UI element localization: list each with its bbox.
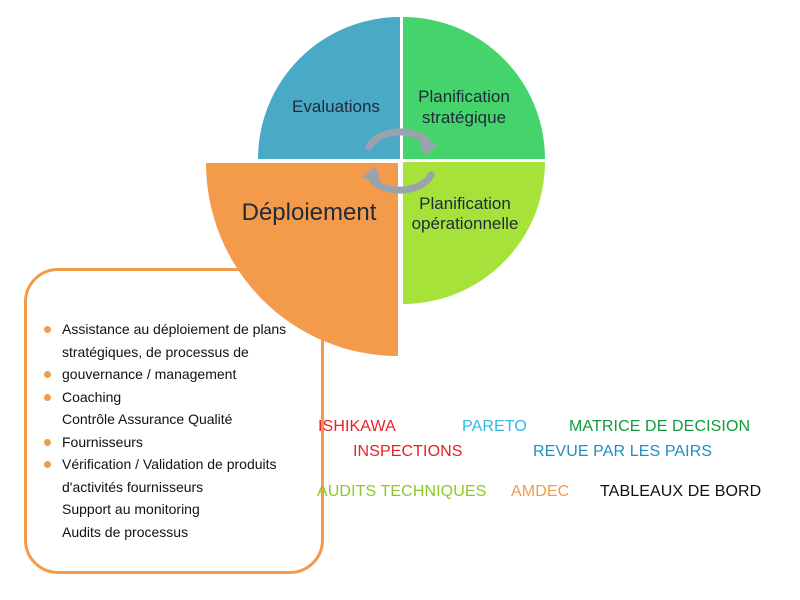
tool-inspections: INSPECTIONS bbox=[353, 443, 463, 460]
quadrant-evaluations bbox=[258, 17, 400, 159]
quadrant-deploiement bbox=[206, 163, 398, 356]
arrow-head-icon bbox=[362, 166, 382, 186]
list-item: Contrôle Assurance Qualité bbox=[62, 411, 233, 427]
quadrant-label-operationnelle-line1: Planification bbox=[419, 194, 511, 213]
list-item: gouvernance / management bbox=[44, 363, 324, 386]
tool-amdec: AMDEC bbox=[511, 483, 570, 500]
list-item: d'activités fournisseurs bbox=[62, 478, 204, 495]
quadrant-label-strategique-line1: Planification bbox=[418, 87, 510, 106]
list-item: Fournisseurs bbox=[44, 431, 324, 454]
cycle-arrows-icon bbox=[365, 128, 435, 194]
tool-tableaux-de-bord: TABLEAUX DE BORD bbox=[600, 483, 762, 500]
list-item: stratégiques, de processus de bbox=[62, 343, 249, 360]
quadrant-planification-strategique bbox=[403, 17, 545, 159]
list-item: Support au monitoring bbox=[62, 501, 200, 517]
tool-pareto: PARETO bbox=[462, 418, 527, 435]
list-item: Coaching bbox=[44, 386, 324, 409]
quadrant-planification-operationnelle bbox=[403, 162, 545, 304]
quadrant-label-evaluations: Evaluations bbox=[292, 97, 380, 116]
quadrant-label-operationnelle-line2: opérationnelle bbox=[412, 214, 519, 233]
deploiement-details-list: Assistance au déploiement de plans strat… bbox=[44, 318, 324, 543]
list-item: Assistance au déploiement de plans bbox=[44, 318, 324, 341]
list-item: Audits de processus bbox=[62, 523, 189, 540]
tool-matrice-de-decision: MATRICE DE DECISION bbox=[569, 418, 751, 435]
arrow-head-icon bbox=[418, 136, 438, 156]
tool-revue-par-les-pairs: REVUE PAR LES PAIRS bbox=[533, 443, 713, 460]
tool-ishikawa: ISHIKAWA bbox=[318, 418, 396, 435]
list-item: Vérification / Validation de produits bbox=[44, 453, 324, 476]
quadrant-label-strategique-line2: stratégique bbox=[422, 108, 506, 127]
tool-audits-techniques: AUDITS TECHNIQUES bbox=[317, 483, 487, 500]
deploiement-details-box bbox=[24, 268, 324, 574]
quadrant-label-deploiement: Déploiement bbox=[242, 199, 377, 226]
